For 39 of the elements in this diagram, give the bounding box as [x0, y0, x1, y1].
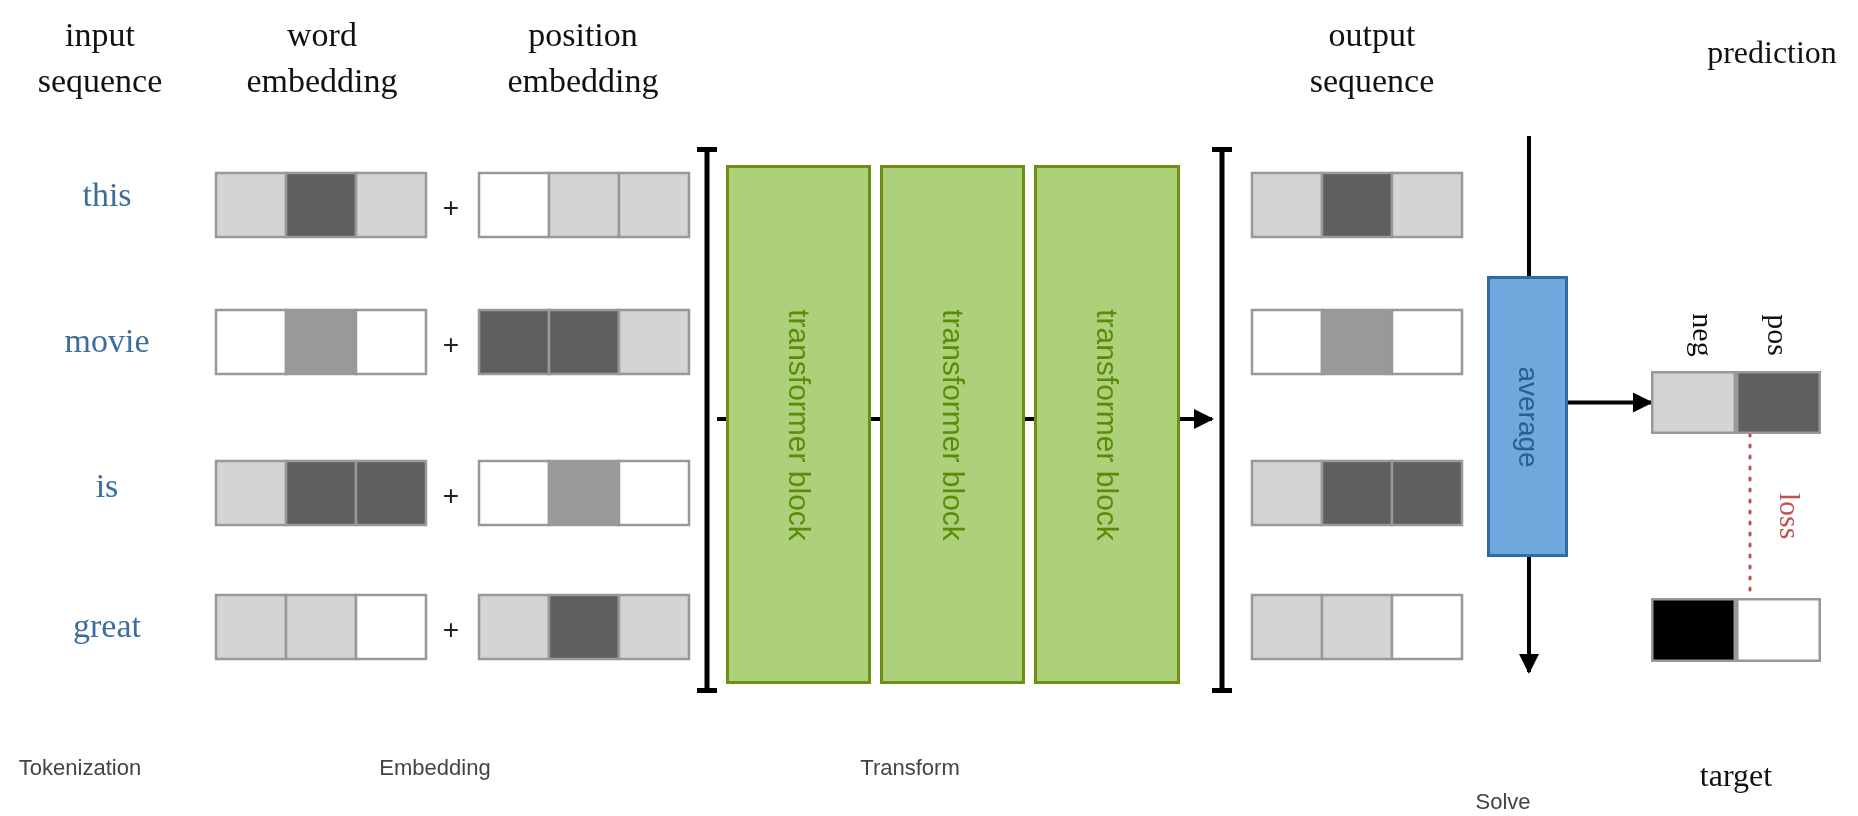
block-label: transformer block: [781, 308, 816, 541]
block-label: transformer block: [1090, 308, 1124, 541]
arrow: [1519, 557, 1539, 674]
transformer-block: [726, 165, 871, 684]
vector-label: target: [1699, 756, 1773, 796]
vector-bar: [1651, 598, 1821, 662]
column-heading: position embedding: [506, 15, 660, 101]
arrow: [1568, 392, 1653, 413]
token-word: great: [73, 606, 141, 647]
transformer-block: [1034, 165, 1180, 684]
plus-sign: +: [442, 191, 460, 226]
plus-sign: +: [442, 613, 460, 648]
stage-label: Embedding: [379, 754, 491, 783]
class-label: pos: [1761, 314, 1797, 356]
block-label: average: [1511, 365, 1544, 468]
token-word: this: [82, 175, 132, 216]
column-heading: output sequence: [1308, 15, 1436, 101]
plus-sign: +: [442, 328, 460, 363]
stage-label: Solve: [1475, 788, 1531, 816]
column-heading: word embedding: [245, 15, 399, 101]
connector-line: [1025, 417, 1034, 421]
plus-sign: +: [442, 479, 460, 514]
token-word: movie: [64, 321, 150, 362]
column-heading: input sequence: [36, 15, 164, 101]
connector-line: [871, 417, 880, 421]
arrow: [1180, 409, 1214, 429]
stage-label: Tokenization: [18, 754, 142, 783]
bracket: [697, 147, 717, 693]
bracket: [1212, 147, 1232, 693]
column-heading: prediction: [1706, 33, 1838, 73]
stage-label: Transform: [860, 754, 960, 783]
class-label: neg: [1686, 313, 1722, 357]
block-label: transformer block: [935, 308, 970, 541]
transformer-block: [880, 165, 1025, 684]
vector-bar: [1651, 371, 1821, 434]
connector-line: [1527, 136, 1531, 276]
token-word: is: [95, 466, 119, 507]
average-box: [1487, 276, 1568, 557]
connector-line: [717, 417, 726, 421]
